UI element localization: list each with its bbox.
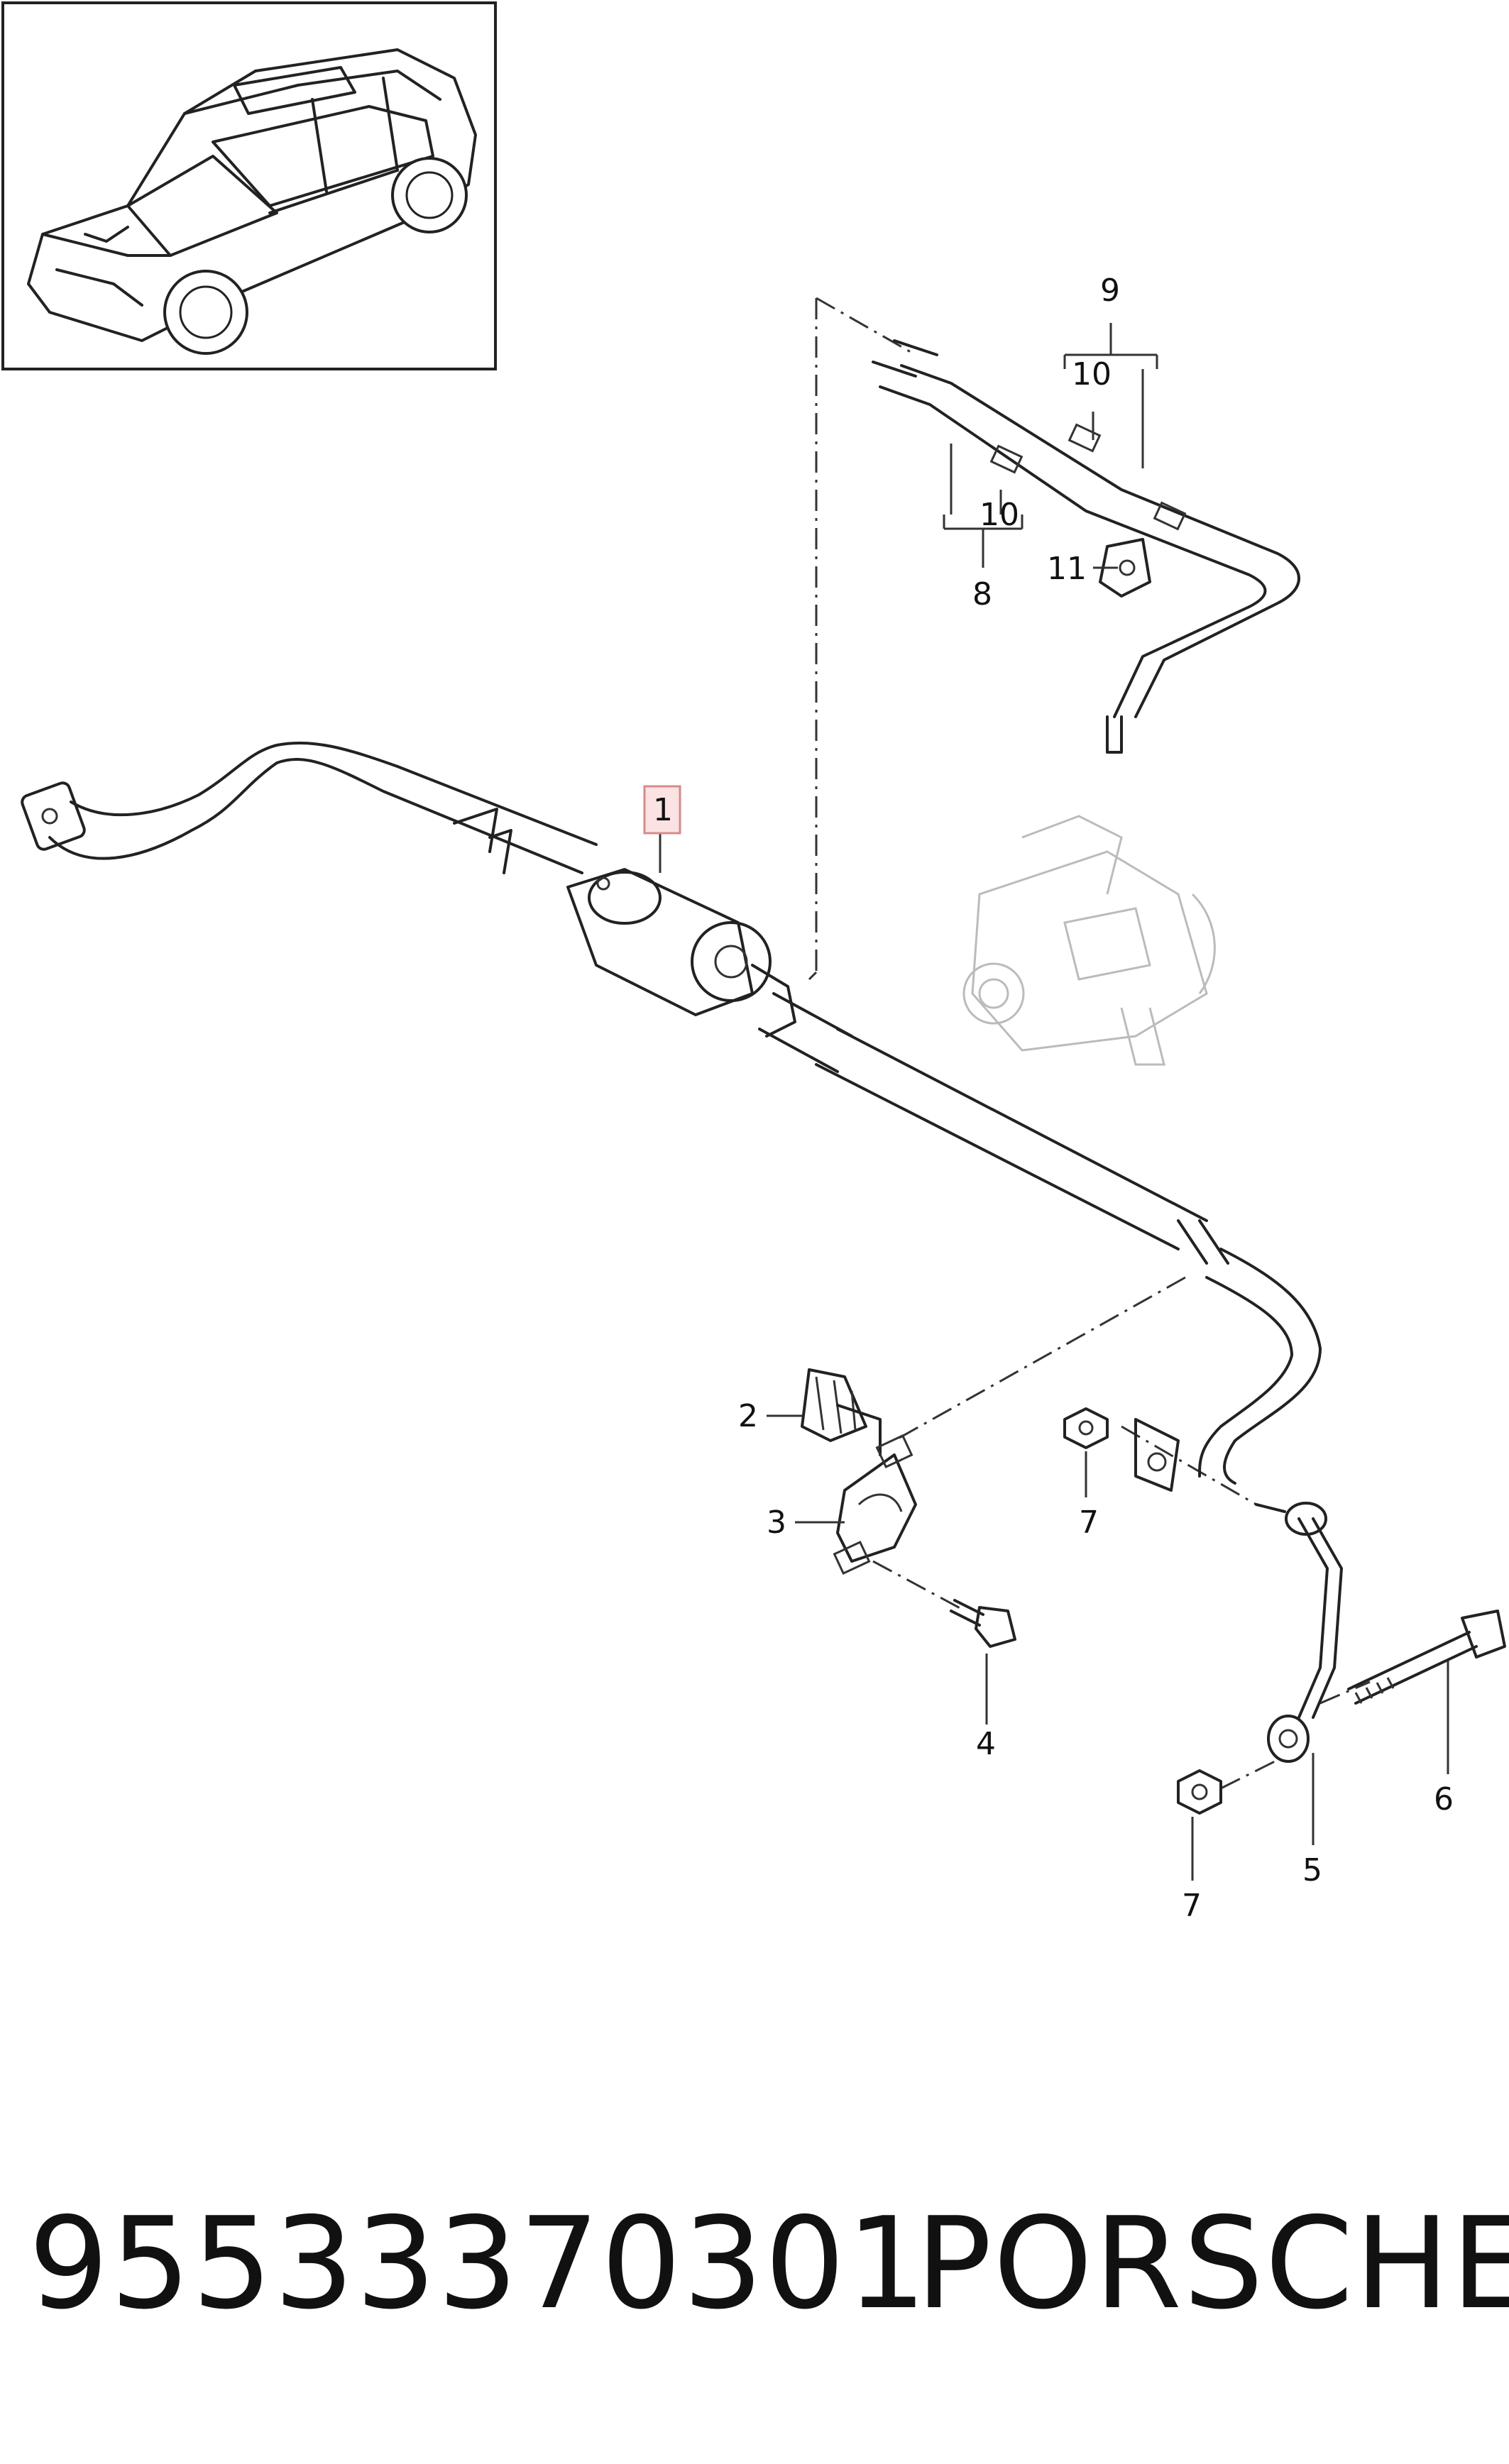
- hydraulic-lines: [872, 339, 1300, 754]
- callout-3[interactable]: 3: [767, 1505, 786, 1541]
- clamp-part-3: [833, 1434, 917, 1575]
- callout-5[interactable]: 5: [1302, 1852, 1322, 1888]
- long-bolt-part-6: [1347, 1610, 1506, 1705]
- bolt-part-4: [950, 1599, 1016, 1648]
- highlight-box-part-1: [643, 785, 681, 835]
- callout-6[interactable]: 6: [1434, 1781, 1454, 1817]
- nut-part-7-lower: [1177, 1769, 1222, 1815]
- callout-9[interactable]: 9: [1100, 273, 1120, 309]
- anti-roll-bar: [21, 741, 1322, 1492]
- vehicle-thumbnail: [1, 1, 497, 370]
- callout-11[interactable]: 11: [1047, 551, 1087, 587]
- drop-link-part-5: [1255, 1502, 1343, 1763]
- callout-7-upper[interactable]: 7: [1079, 1505, 1099, 1541]
- part-caption: 95533370301 PORSCHE: [28, 2189, 1509, 2338]
- callout-10-upper[interactable]: 10: [1072, 356, 1112, 392]
- bush-part-2: [801, 1368, 882, 1456]
- nut-part-7-upper: [1063, 1407, 1109, 1449]
- callout-1[interactable]: 1: [653, 792, 673, 828]
- brand-name: PORSCHE: [916, 2190, 1509, 2337]
- leader-lines: [808, 297, 1371, 1790]
- callout-4[interactable]: 4: [976, 1726, 996, 1762]
- callout-10-lower[interactable]: 10: [980, 497, 1019, 533]
- callout-2[interactable]: 2: [738, 1398, 758, 1434]
- callout-7-lower[interactable]: 7: [1182, 1888, 1202, 1924]
- hydraulic-block-ghost: [962, 815, 1216, 1066]
- callout-brackets: [659, 323, 1449, 1881]
- part-number: 95533370301: [28, 2190, 928, 2337]
- callout-8[interactable]: 8: [972, 576, 992, 612]
